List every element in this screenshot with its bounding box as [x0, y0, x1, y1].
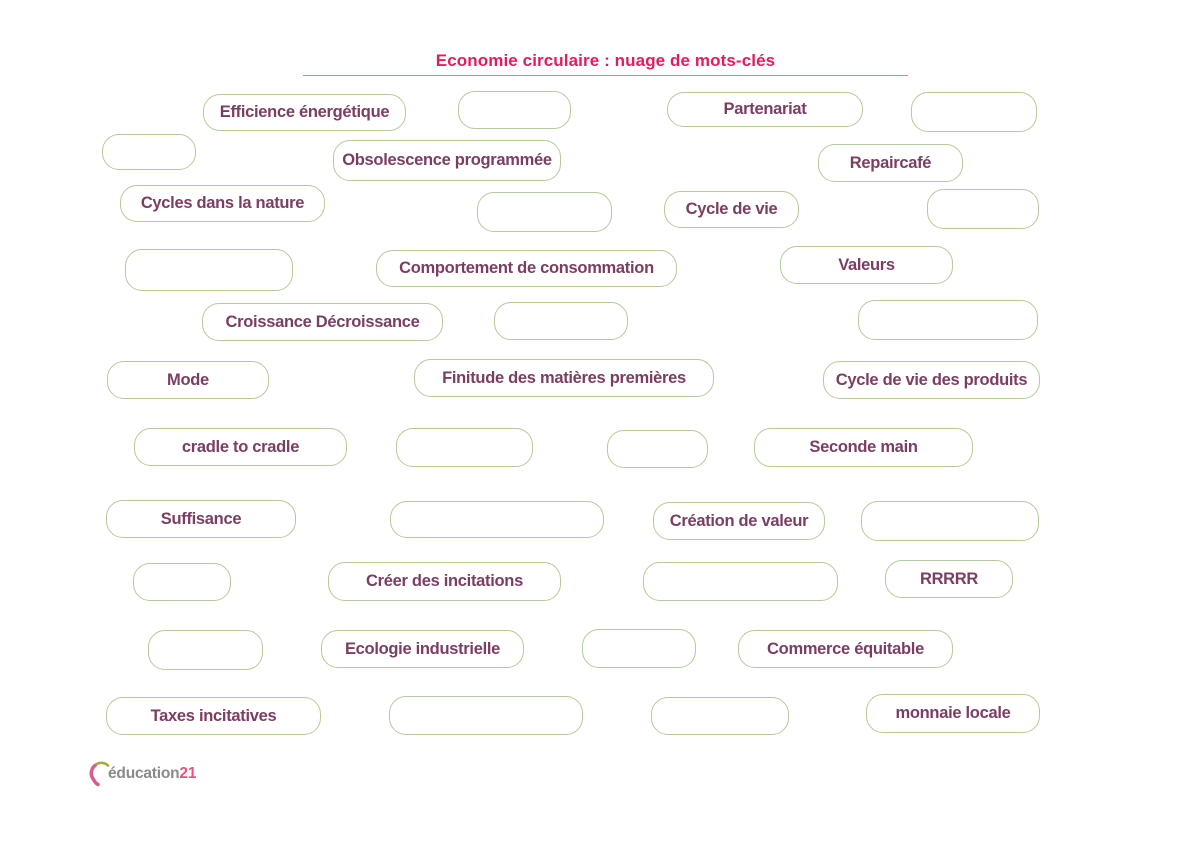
empty-word-box	[458, 91, 571, 129]
word-label: monnaie locale	[895, 704, 1011, 722]
word-box: Croissance Décroissance	[202, 303, 443, 341]
education21-logo: éducation21	[88, 760, 196, 788]
word-label: Efficience énergétique	[219, 103, 390, 121]
word-box: Obsolescence programmée	[333, 140, 561, 181]
word-label: Création de valeur	[669, 511, 809, 530]
word-label: Ecologie industrielle	[344, 639, 501, 658]
word-label: Repaircafé	[849, 153, 932, 172]
word-label: cradle to cradle	[181, 437, 300, 456]
word-box: Création de valeur	[653, 502, 825, 540]
word-box: Repaircafé	[818, 144, 963, 182]
word-box: Partenariat	[667, 92, 863, 127]
word-label: Obsolescence programmée	[342, 151, 552, 169]
word-label: Commerce équitable	[767, 639, 924, 658]
word-box: Cycle de vie	[664, 191, 799, 228]
word-box: Commerce équitable	[738, 630, 953, 668]
word-box: Cycle de vie des produits	[823, 361, 1040, 399]
word-box: cradle to cradle	[134, 428, 347, 466]
empty-word-box	[861, 501, 1039, 541]
empty-word-box	[582, 629, 696, 668]
empty-word-box	[651, 697, 789, 735]
word-label: Croissance Décroissance	[225, 312, 420, 331]
empty-word-box	[133, 563, 231, 601]
empty-word-box	[396, 428, 533, 467]
word-box: monnaie locale	[866, 694, 1040, 733]
word-box: Taxes incitatives	[106, 697, 321, 735]
word-box: Finitude des matières premières	[414, 359, 714, 397]
logo-name: éducation	[108, 765, 180, 782]
empty-word-box	[125, 249, 293, 291]
word-box: Comportement de consommation	[376, 250, 677, 287]
word-box: Mode	[107, 361, 269, 399]
empty-word-box	[911, 92, 1037, 132]
word-box: Seconde main	[754, 428, 973, 467]
word-box: Valeurs	[780, 246, 953, 284]
word-box: Suffisance	[106, 500, 296, 538]
word-label: Partenariat	[723, 100, 807, 118]
word-box: Créer des incitations	[328, 562, 561, 601]
empty-word-box	[643, 562, 838, 601]
word-box: Efficience énergétique	[203, 94, 406, 131]
word-label: Cycle de vie des produits	[835, 370, 1028, 389]
word-box: Cycles dans la nature	[120, 185, 325, 222]
education21-logo-icon	[88, 760, 110, 788]
word-label: Comportement de consommation	[399, 259, 654, 277]
empty-word-box	[477, 192, 612, 232]
empty-word-box	[389, 696, 583, 735]
title-underline	[303, 75, 908, 76]
empty-word-box	[858, 300, 1038, 340]
word-label: Valeurs	[838, 255, 895, 274]
logo-number: 21	[179, 765, 197, 782]
empty-word-box	[607, 430, 708, 468]
word-label: RRRRR	[919, 569, 979, 588]
word-label: Taxes incitatives	[150, 706, 277, 725]
word-label: Mode	[167, 370, 209, 389]
word-label: Finitude des matières premières	[442, 368, 686, 387]
word-box: RRRRR	[885, 560, 1013, 598]
word-label: Cycles dans la nature	[140, 194, 305, 212]
empty-word-box	[494, 302, 628, 340]
empty-word-box	[148, 630, 263, 670]
word-box: Ecologie industrielle	[321, 630, 524, 668]
empty-word-box	[390, 501, 604, 538]
empty-word-box	[927, 189, 1039, 229]
word-label: Seconde main	[809, 438, 918, 456]
page-title: Economie circulaire : nuage de mots-clés	[435, 51, 776, 70]
word-label: Créer des incitations	[366, 572, 523, 590]
word-label: Suffisance	[160, 509, 242, 528]
empty-word-box	[102, 134, 196, 170]
word-label: Cycle de vie	[685, 200, 778, 218]
